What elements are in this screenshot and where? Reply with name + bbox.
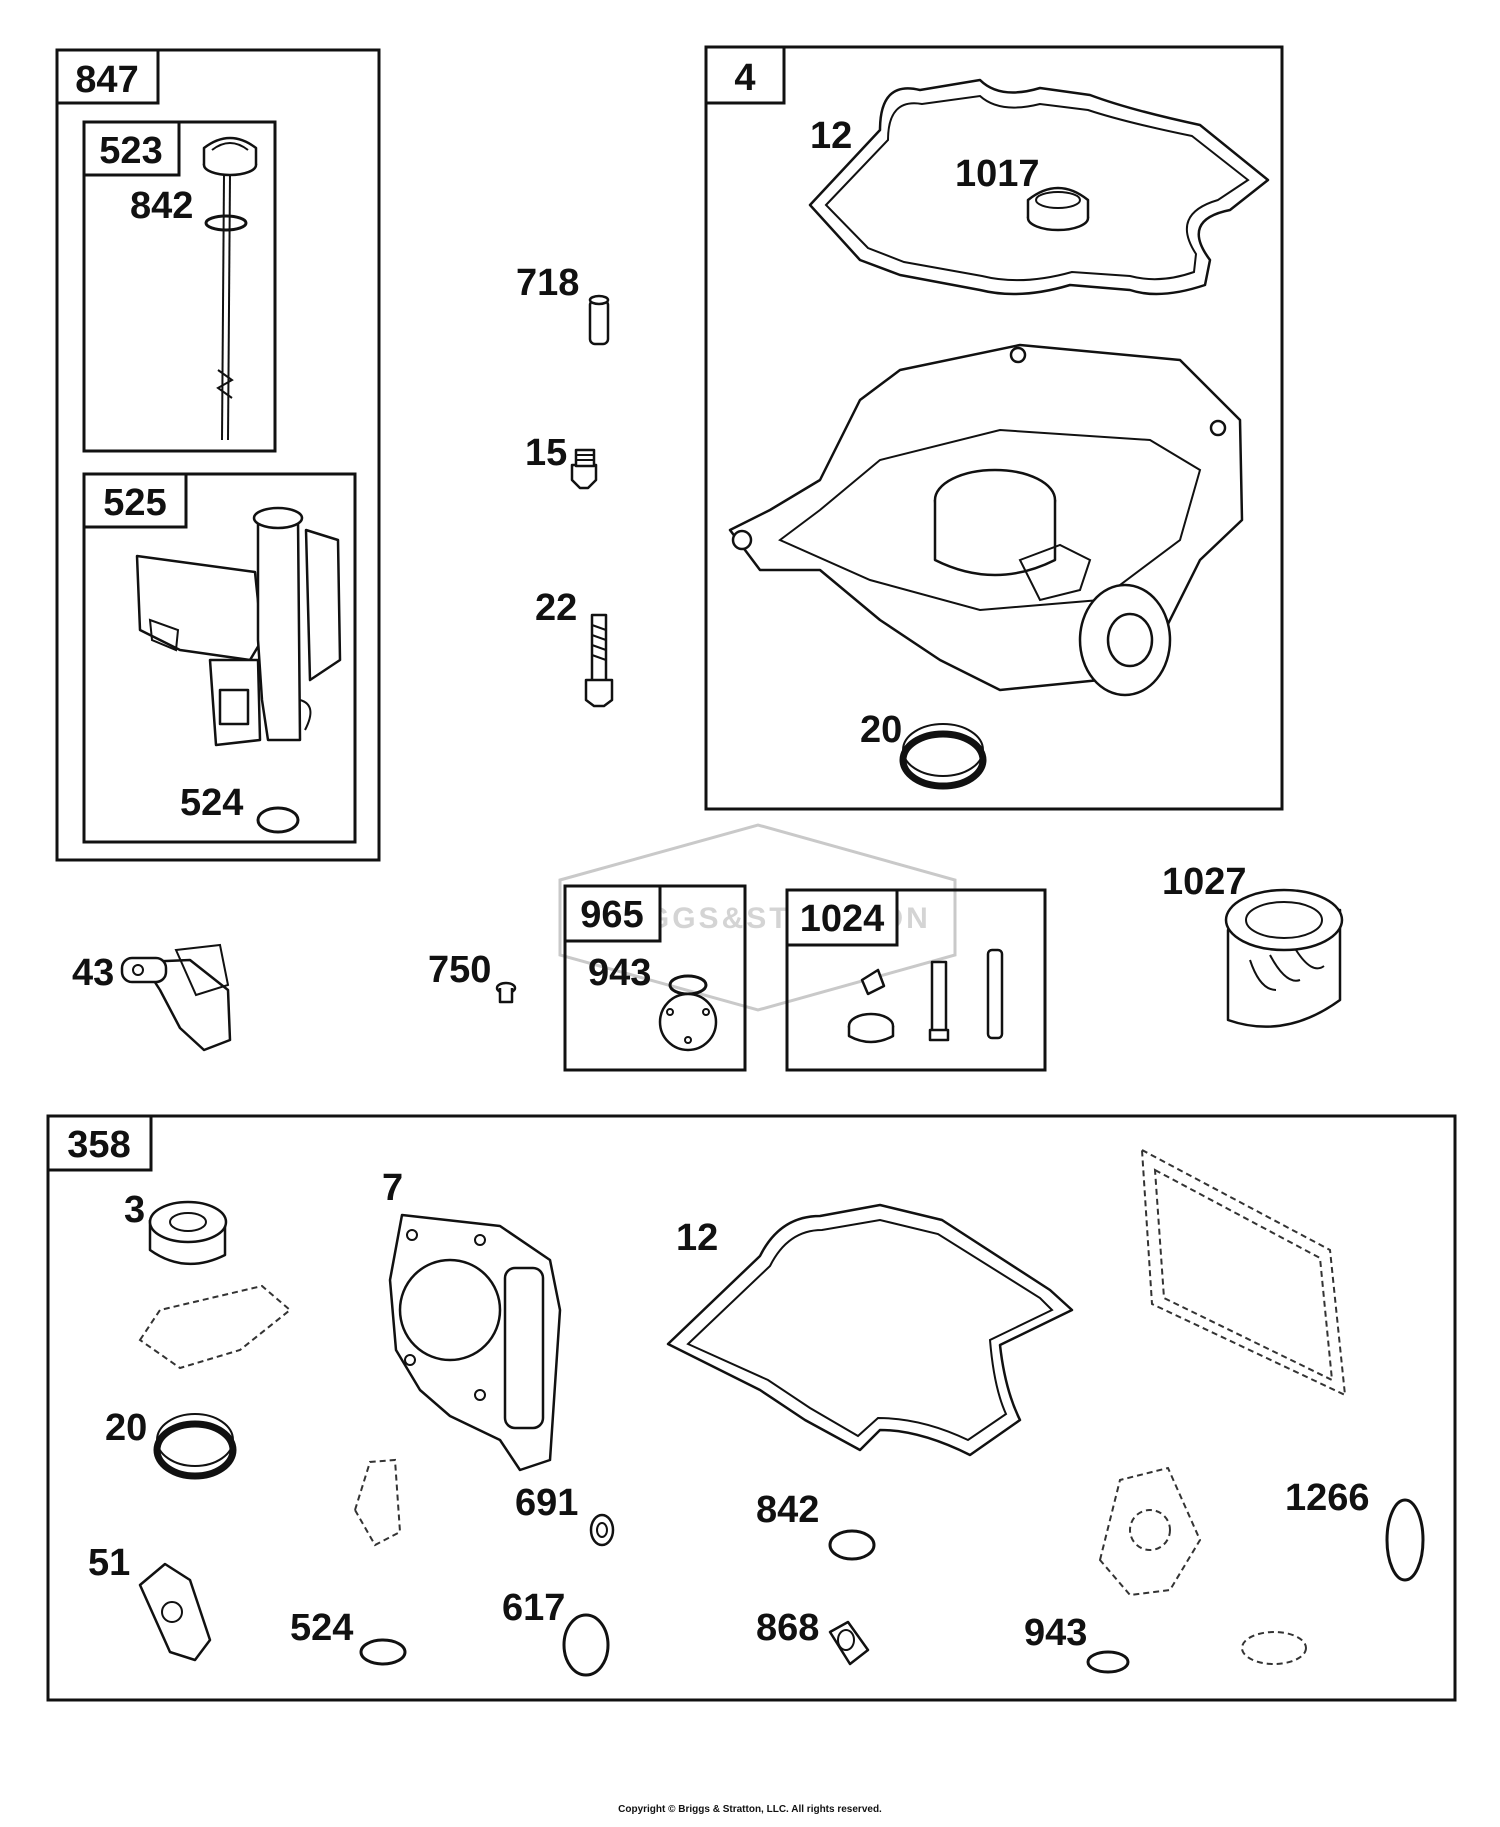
o-ring-524-upper[interactable] [256,806,300,834]
label-943-set: 943 [1024,1612,1087,1654]
bracket-43[interactable] [120,943,232,1052]
label-868: 868 [756,1607,819,1649]
drain-plug-15[interactable] [570,448,598,490]
o-ring-943-set[interactable] [1086,1650,1130,1674]
label-842-set: 842 [756,1489,819,1531]
group-523[interactable]: 523 [82,120,277,453]
bolt-22[interactable] [584,613,614,708]
label-750: 750 [428,949,491,991]
oil-pump-parts[interactable] [847,948,1004,1044]
group-523-label: 523 [99,130,162,172]
o-ring-1266[interactable] [1385,1498,1425,1582]
copyright-text: Copyright © Briggs & Stratton, LLC. All … [618,1804,882,1815]
sump-housing[interactable] [728,343,1244,697]
gasket-dashed-ring[interactable] [1241,1631,1307,1665]
group-358[interactable]: 358 [46,1114,1457,1702]
o-ring-524-set[interactable] [359,1638,407,1666]
label-20-set: 20 [105,1407,147,1449]
label-1017: 1017 [955,153,1040,195]
label-7: 7 [382,1167,403,1209]
label-20-sump: 20 [860,709,902,751]
dipstick-part[interactable] [202,136,258,441]
label-51: 51 [88,1542,130,1584]
gasket-dashed-right[interactable] [1140,1148,1347,1397]
label-943-cover: 943 [588,952,651,994]
label-1027: 1027 [1162,861,1247,903]
group-965-label: 965 [580,894,643,936]
label-43: 43 [72,952,114,994]
label-3: 3 [124,1189,145,1231]
group-4[interactable]: 4 [704,45,1284,811]
group-965[interactable]: 965 [563,884,747,1072]
group-847[interactable]: 847 [55,48,381,862]
o-ring-617[interactable] [562,1613,610,1677]
gasket-dashed-flange[interactable] [1098,1466,1202,1597]
gasket-51[interactable] [138,1562,212,1662]
o-ring-842-set[interactable] [828,1529,876,1561]
cover-plate[interactable] [658,992,718,1052]
oil-seal-20-set[interactable] [153,1413,237,1480]
seal-3[interactable] [148,1200,228,1266]
group-847-label: 847 [75,59,138,101]
label-12-sump: 12 [810,115,852,157]
gasket-dashed-small[interactable] [353,1458,402,1547]
gasket-dashed-left[interactable] [138,1284,292,1370]
sump-gasket-12[interactable] [808,78,1270,296]
label-718: 718 [516,262,579,304]
group-4-label: 4 [734,57,755,99]
label-524-set: 524 [290,1607,353,1649]
label-1266: 1266 [1285,1477,1370,1519]
group-1024[interactable]: 1024 [785,888,1047,1072]
group-358-label: 358 [67,1124,130,1166]
screw-750[interactable] [495,981,517,1004]
sump-gasket-12-set[interactable] [666,1203,1074,1457]
group-525[interactable]: 525 [82,472,357,844]
bushing-868[interactable] [828,1620,870,1666]
head-gasket-7[interactable] [388,1213,562,1472]
label-842-upper: 842 [130,185,193,227]
label-15: 15 [525,432,567,474]
label-617: 617 [502,1587,565,1629]
label-12-set: 12 [676,1217,718,1259]
o-ring-842-upper[interactable] [204,214,248,232]
fill-tube-assembly[interactable] [135,506,342,747]
oil-seal-20-sump[interactable] [899,723,987,790]
label-22: 22 [535,587,577,629]
dowel-pin-718[interactable] [588,294,610,346]
bushing-691[interactable] [589,1513,615,1547]
group-1024-label: 1024 [800,898,885,940]
oil-filter-1027[interactable] [1224,888,1344,1028]
seal-plug-1017[interactable] [1026,186,1090,232]
label-691: 691 [515,1482,578,1524]
group-525-label: 525 [103,482,166,524]
label-524-upper: 524 [180,782,243,824]
